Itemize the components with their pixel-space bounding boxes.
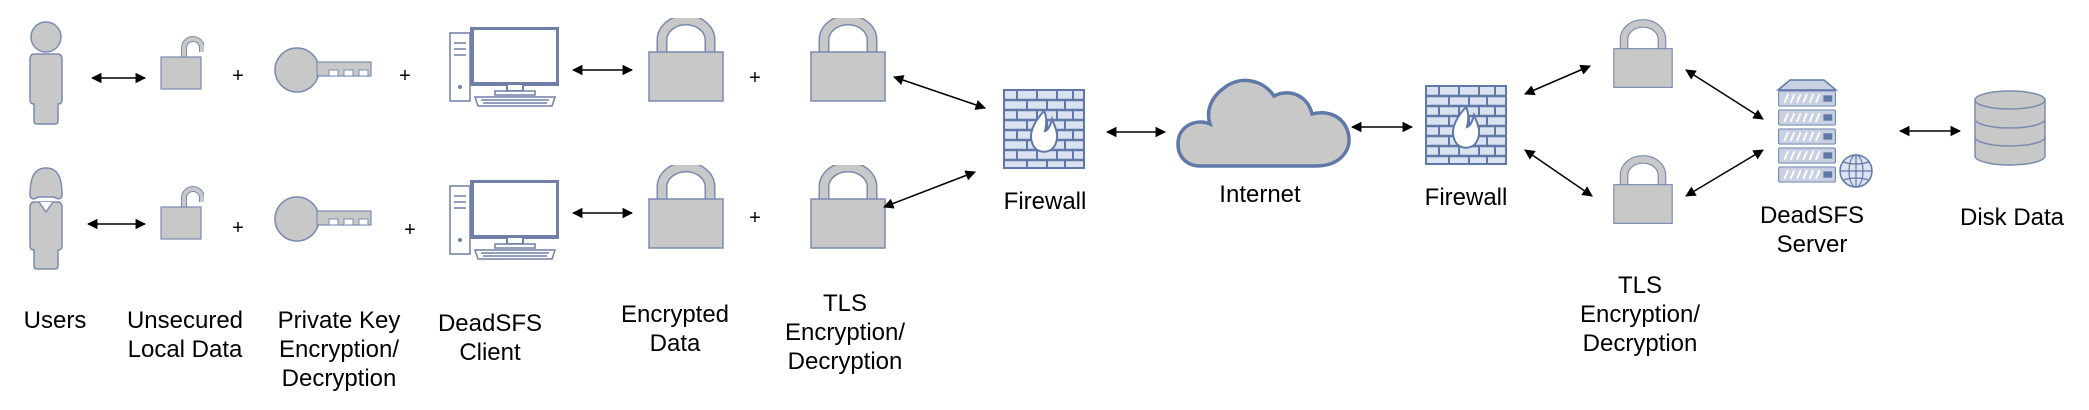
user-male-icon: [29, 21, 63, 125]
plus-operator: +: [749, 207, 761, 229]
connector-arrow: [1524, 149, 1593, 197]
plus-operator: +: [749, 67, 761, 89]
locked-padlock-icon: [811, 167, 885, 248]
desktop-computer-icon: [449, 180, 559, 260]
disk-data-label: Disk Data: [1959, 204, 2065, 231]
cloud-icon: [1176, 78, 1351, 168]
firewall-left-label: Firewall: [1003, 188, 1087, 215]
connector-arrow: [883, 170, 976, 209]
locked-padlock-icon: [1614, 159, 1672, 223]
connector-arrow: [1524, 64, 1591, 96]
key-icon: [274, 47, 372, 93]
desktop-computer-icon: [449, 27, 559, 107]
internet-label: Internet: [1219, 181, 1301, 208]
connector-arrow: [1685, 69, 1764, 120]
locked-padlock-icon: [649, 20, 723, 101]
server-icon: [1775, 79, 1873, 188]
plus-operator: +: [232, 65, 244, 87]
user-female-icon: [29, 167, 63, 270]
connector-arrow: [1685, 149, 1764, 197]
key-icon: [274, 196, 372, 242]
users-label: Users: [23, 307, 87, 334]
plus-operator: +: [232, 217, 244, 239]
plus-operator: +: [399, 65, 411, 87]
plus-operator: +: [404, 219, 416, 241]
locked-padlock-icon: [1614, 23, 1672, 87]
connector-arrow: [893, 75, 986, 110]
unlocked-padlock-icon: [161, 39, 202, 89]
database-icon: [1974, 90, 2046, 166]
firewall-right-label: Firewall: [1424, 184, 1508, 211]
firewall-icon: [1003, 89, 1085, 169]
unlocked-padlock-icon: [161, 189, 202, 239]
locked-padlock-icon: [649, 167, 723, 248]
firewall-icon: [1425, 85, 1507, 165]
locked-padlock-icon: [811, 20, 885, 101]
